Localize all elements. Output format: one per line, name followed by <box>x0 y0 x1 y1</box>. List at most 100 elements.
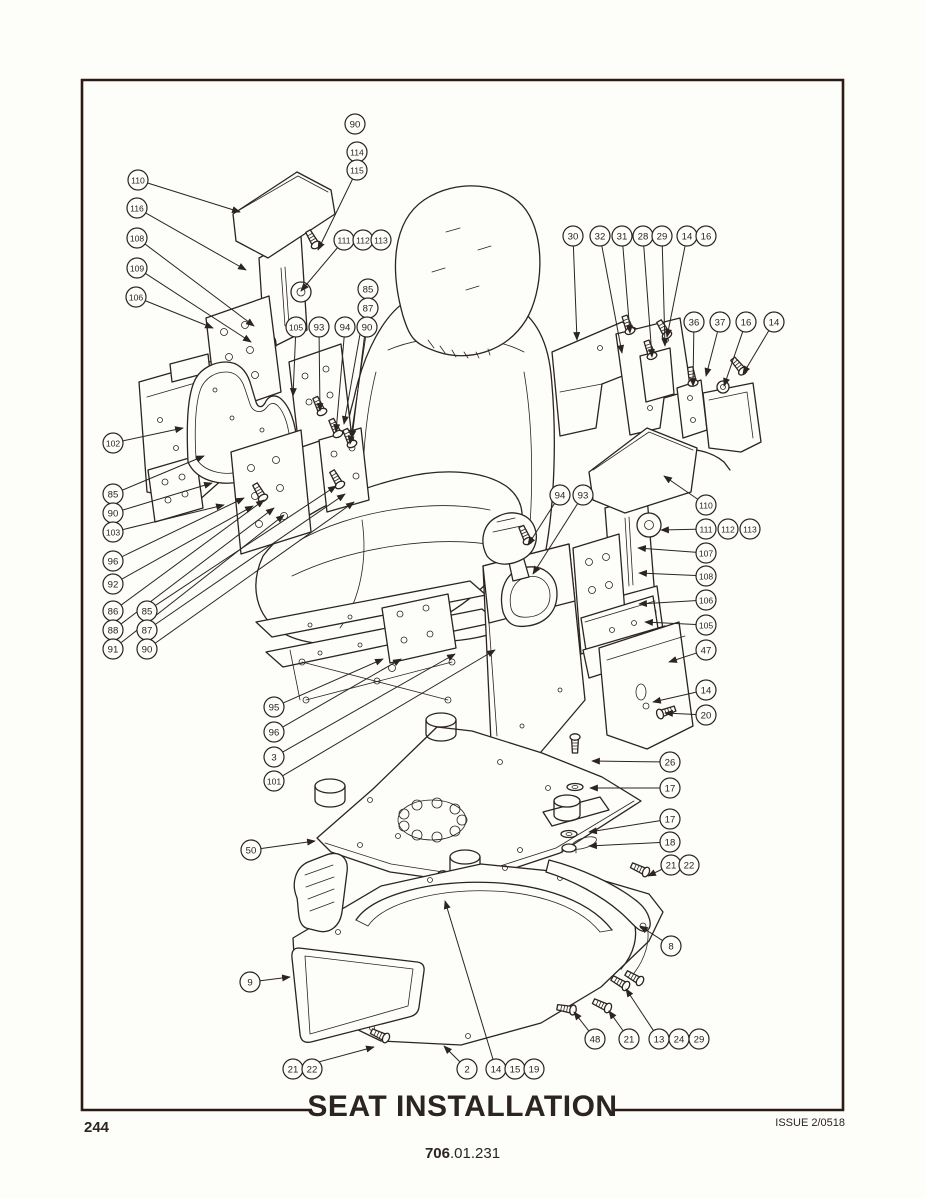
svg-text:85: 85 <box>142 606 153 617</box>
callout-85: 85 <box>102 483 124 505</box>
callout-leader <box>155 501 355 644</box>
callout-116: 116 <box>126 197 148 219</box>
svg-text:32: 32 <box>595 231 606 242</box>
svg-text:15: 15 <box>510 1064 521 1075</box>
callout-leader <box>122 481 213 511</box>
callout-leader <box>689 332 697 387</box>
diagram-title: SEAT INSTALLATION <box>307 1090 618 1123</box>
svg-text:110: 110 <box>699 500 713 510</box>
callout-105: 105 <box>695 614 717 636</box>
svg-text:50: 50 <box>246 845 257 856</box>
callout-22: 22 <box>678 854 700 876</box>
callout-leader <box>155 493 346 625</box>
svg-text:102: 102 <box>106 438 121 448</box>
callout-leader <box>532 503 578 575</box>
svg-text:28: 28 <box>638 231 649 242</box>
svg-text:36: 36 <box>689 317 700 328</box>
svg-text:85: 85 <box>108 489 119 500</box>
callout-110: 110 <box>127 169 149 191</box>
svg-text:13: 13 <box>654 1034 665 1045</box>
svg-text:113: 113 <box>374 235 388 245</box>
svg-text:90: 90 <box>350 119 361 130</box>
callout-leader <box>639 925 663 941</box>
callout-leader <box>588 842 660 850</box>
callout-110: 110 <box>695 494 717 516</box>
callout-leader <box>261 838 316 849</box>
right-armrest-knob <box>636 512 662 538</box>
callout-leader <box>664 709 696 717</box>
svg-text:111: 111 <box>699 524 712 534</box>
callout-8: 8 <box>660 935 682 957</box>
callout-leader <box>145 273 252 343</box>
svg-text:37: 37 <box>715 317 726 328</box>
callout-14: 14 <box>695 679 717 701</box>
svg-text:48: 48 <box>590 1034 601 1045</box>
callout-leader <box>660 526 696 534</box>
callout-leader <box>300 247 338 292</box>
callout-95: 95 <box>263 696 285 718</box>
issue-label: ISSUE 2/0518 <box>775 1117 845 1129</box>
callout-leader <box>625 988 654 1031</box>
svg-text:88: 88 <box>108 625 119 636</box>
callout-50: 50 <box>240 839 262 861</box>
svg-text:91: 91 <box>108 644 119 655</box>
svg-text:21: 21 <box>288 1064 299 1075</box>
svg-text:8: 8 <box>668 941 673 952</box>
svg-text:94: 94 <box>555 490 566 501</box>
callout-48: 48 <box>584 1028 606 1050</box>
svg-text:114: 114 <box>350 147 364 157</box>
callout-leader <box>155 485 337 606</box>
svg-text:107: 107 <box>699 548 714 558</box>
svg-text:96: 96 <box>269 727 280 738</box>
callout-leader <box>723 331 744 387</box>
svg-text:96: 96 <box>108 556 119 567</box>
callout-leader <box>661 246 669 347</box>
callout-86: 86 <box>102 600 124 622</box>
svg-text:92: 92 <box>108 579 119 590</box>
callout-13: 13 <box>648 1028 670 1050</box>
callout-85: 85 <box>136 600 158 622</box>
svg-text:108: 108 <box>130 233 145 243</box>
svg-text:31: 31 <box>617 231 628 242</box>
callout-leader <box>573 1011 589 1032</box>
callout-leader <box>644 618 696 626</box>
callout-31: 31 <box>611 225 633 247</box>
svg-text:2: 2 <box>464 1064 469 1075</box>
callout-94: 94 <box>549 484 571 506</box>
svg-text:29: 29 <box>657 231 668 242</box>
callout-114: 114 <box>346 141 368 163</box>
svg-text:24: 24 <box>674 1034 685 1045</box>
svg-text:86: 86 <box>108 606 119 617</box>
callout-21: 21 <box>618 1028 640 1050</box>
svg-text:22: 22 <box>684 860 695 871</box>
callout-leader <box>122 497 245 557</box>
callout-90: 90 <box>344 113 366 135</box>
callout-92: 92 <box>102 573 124 595</box>
callout-30: 30 <box>562 225 584 247</box>
callout-101: 101 <box>263 770 285 792</box>
doc-reference-suffix: .01.231 <box>449 1145 501 1162</box>
callout-16: 16 <box>735 311 757 333</box>
page-frame <box>80 78 845 1112</box>
callout-leader <box>704 332 718 377</box>
svg-text:22: 22 <box>307 1064 318 1075</box>
callout-20: 20 <box>695 704 717 726</box>
svg-text:14: 14 <box>682 231 693 242</box>
callout-leader <box>668 652 697 663</box>
svg-text:17: 17 <box>665 814 676 825</box>
svg-text:18: 18 <box>665 837 676 848</box>
callout-113: 113 <box>370 229 392 251</box>
svg-text:112: 112 <box>356 235 370 245</box>
svg-text:116: 116 <box>130 203 144 213</box>
svg-text:93: 93 <box>314 322 325 333</box>
svg-text:111: 111 <box>337 235 350 245</box>
callout-115: 115 <box>346 159 368 181</box>
callout-93: 93 <box>308 316 330 338</box>
svg-text:109: 109 <box>130 263 145 273</box>
callout-leader <box>317 179 353 251</box>
svg-text:16: 16 <box>701 231 712 242</box>
callout-111: 111 <box>333 229 355 251</box>
svg-text:105: 105 <box>289 322 304 332</box>
callout-87: 87 <box>136 619 158 641</box>
